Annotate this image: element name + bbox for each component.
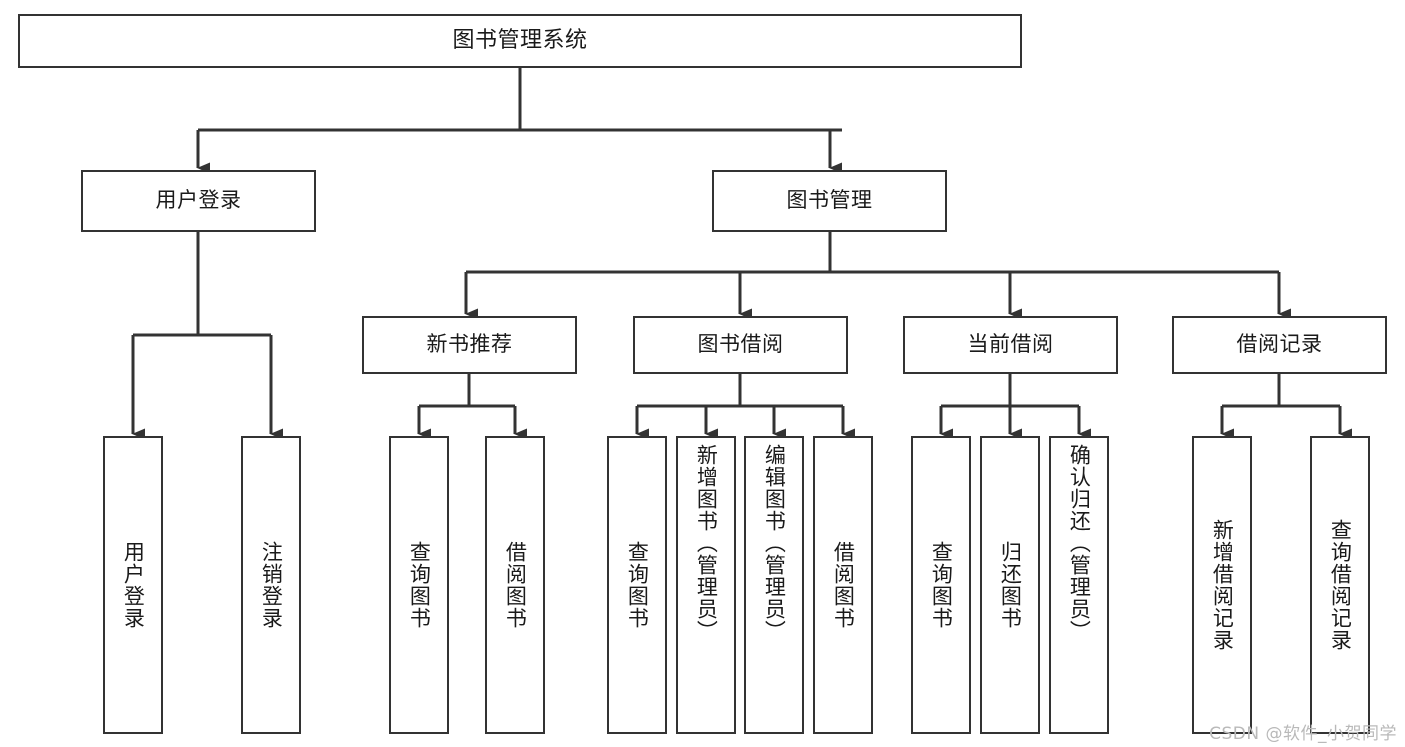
- node-label: 查询图书: [625, 541, 650, 629]
- node-leaf-user-login[interactable]: 用户登录: [103, 436, 163, 734]
- node-label: 新增借阅记录: [1210, 519, 1235, 651]
- node-label: 图书管理系统: [452, 27, 588, 53]
- node-label: 新书推荐: [426, 332, 513, 357]
- node-leaf-query-borrow-record[interactable]: 查询借阅记录: [1310, 436, 1370, 734]
- node-label: 借阅图书: [831, 541, 856, 629]
- node-leaf-borrow-book[interactable]: 借阅图书: [813, 436, 873, 734]
- node-label: 确认归还（管理员）: [1067, 444, 1092, 642]
- node-label: 图书借阅: [697, 332, 784, 357]
- node-leaf-add-book[interactable]: 新增图书（管理员）: [676, 436, 736, 734]
- node-leaf-edit-book[interactable]: 编辑图书（管理员）: [744, 436, 804, 734]
- node-leaf-return-book[interactable]: 归还图书: [980, 436, 1040, 734]
- node-label: 查询图书: [407, 541, 432, 629]
- node-root-book-management-system[interactable]: 图书管理系统: [18, 14, 1022, 68]
- node-label: 图书管理: [786, 188, 873, 213]
- node-label: 当前借阅: [967, 332, 1054, 357]
- node-leaf-logout-login[interactable]: 注销登录: [241, 436, 301, 734]
- node-label: 编辑图书（管理员）: [762, 444, 787, 642]
- node-new-book-recommend[interactable]: 新书推荐: [362, 316, 577, 374]
- node-borrow-record[interactable]: 借阅记录: [1172, 316, 1387, 374]
- node-book-management[interactable]: 图书管理: [712, 170, 947, 232]
- node-leaf-confirm-return[interactable]: 确认归还（管理员）: [1049, 436, 1109, 734]
- node-label: 查询图书: [929, 541, 954, 629]
- node-label: 借阅记录: [1236, 332, 1323, 357]
- node-label: 借阅图书: [503, 541, 528, 629]
- node-leaf-query-book-current[interactable]: 查询图书: [911, 436, 971, 734]
- node-book-borrow[interactable]: 图书借阅: [633, 316, 848, 374]
- node-label: 查询借阅记录: [1328, 519, 1353, 651]
- node-label: 新增图书（管理员）: [694, 444, 719, 642]
- node-user-login[interactable]: 用户登录: [81, 170, 316, 232]
- node-label: 用户登录: [155, 188, 242, 213]
- node-label: 用户登录: [121, 541, 146, 629]
- node-label: 归还图书: [998, 541, 1023, 629]
- node-label: 注销登录: [259, 541, 284, 629]
- node-leaf-add-borrow-record[interactable]: 新增借阅记录: [1192, 436, 1252, 734]
- node-leaf-borrow-book-recommend[interactable]: 借阅图书: [485, 436, 545, 734]
- csdn-watermark: CSDN @软件_小贺同学: [1209, 724, 1397, 744]
- node-leaf-query-book-borrow[interactable]: 查询图书: [607, 436, 667, 734]
- node-current-borrow[interactable]: 当前借阅: [903, 316, 1118, 374]
- node-leaf-query-book-recommend[interactable]: 查询图书: [389, 436, 449, 734]
